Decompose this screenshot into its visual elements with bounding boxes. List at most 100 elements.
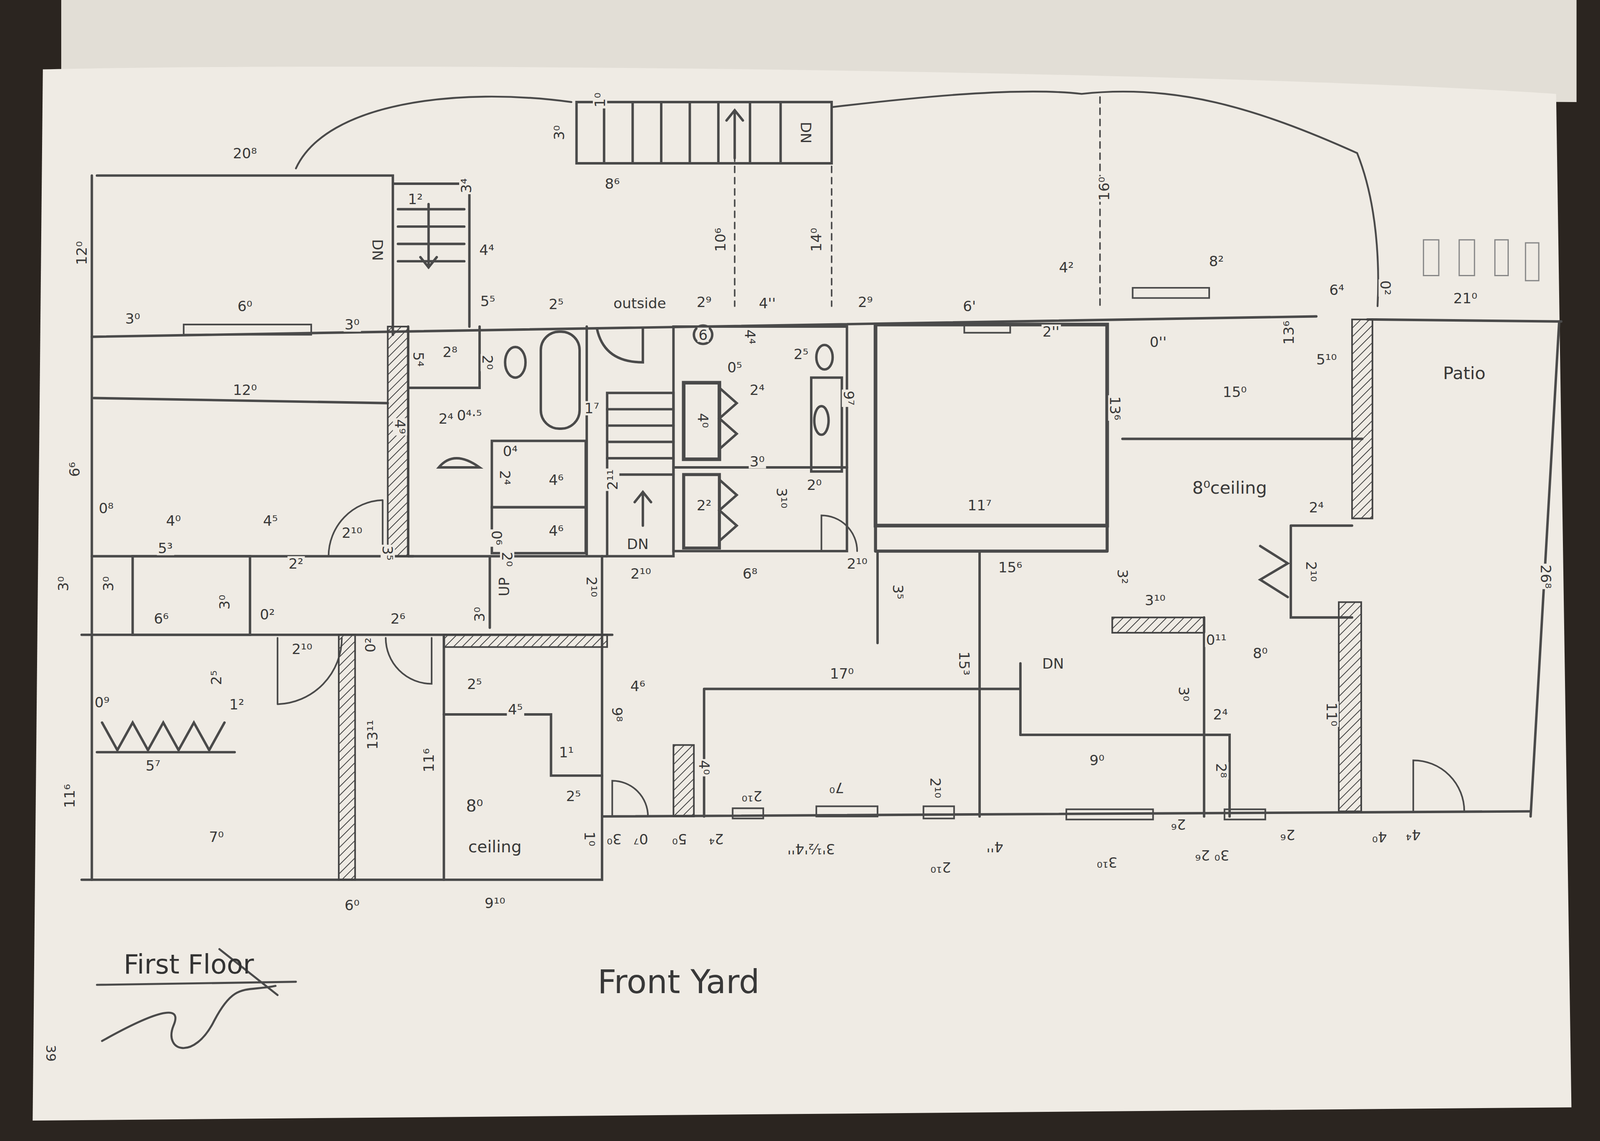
dimension-label: 3⁰	[343, 317, 361, 332]
dimension-label: 2⁶	[1170, 817, 1187, 832]
title-underline	[97, 949, 297, 1048]
dimension-label: 2⁵	[466, 676, 483, 691]
dimension-label: 4⁰	[697, 759, 712, 777]
dimension-label: 21⁰	[1452, 290, 1479, 305]
dimension-label: 3¹⁰	[1095, 855, 1119, 870]
dimension-label: 2⁵	[565, 789, 582, 804]
front-wall	[81, 811, 1531, 880]
closet	[683, 382, 720, 460]
dimension-label: 15³	[957, 650, 972, 677]
hatched-wall	[387, 326, 409, 557]
dimension-label: 3⁰	[56, 575, 71, 593]
dimension-label: 2¹⁰	[928, 776, 943, 800]
dimension-label: 0⁶	[490, 529, 505, 547]
dimension-label: 3⁰	[217, 593, 232, 611]
dimension-label: 3⁵	[890, 583, 905, 601]
dimension-label: 8⁰ceiling	[1191, 479, 1268, 497]
dimension-label: 0²	[258, 607, 276, 622]
sink	[438, 458, 480, 468]
dimension-label: 7⁰	[828, 780, 845, 795]
dimension-label: 0⁷	[632, 832, 650, 847]
hatched-wall	[673, 745, 694, 817]
dimension-label: 2⁹	[695, 295, 713, 310]
dimension-label: 2⁴	[437, 411, 455, 426]
dimension-label: 3⁰	[748, 454, 766, 469]
dimension-label: 2¹⁰	[845, 556, 869, 571]
dimension-label: 5³	[156, 540, 174, 555]
dimension-label: 4⁶	[547, 472, 565, 487]
yard-edge	[295, 96, 572, 169]
dimension-label: 4⁰	[1371, 830, 1388, 845]
door-swing	[328, 500, 383, 557]
dimension-label: 1⁷	[583, 401, 600, 416]
wall	[1122, 437, 1363, 441]
dimension-label: 3⁰	[605, 832, 623, 847]
dimension-label: 8⁰	[1251, 646, 1269, 661]
dimension-label: 3⁵	[380, 545, 395, 563]
dimension-label: 2¹⁰	[740, 789, 764, 804]
closet	[683, 474, 720, 548]
dimension-label: 6⁶	[152, 611, 170, 626]
dimension-label: 5⁴	[411, 350, 426, 368]
dimension-label: 2⁴	[707, 832, 725, 847]
dimension-label: 2¹⁰	[290, 642, 314, 657]
dimension-label: 3⁴	[459, 177, 474, 195]
dimension-label: 8²	[1207, 254, 1225, 269]
dimension-label: 3⁰	[1176, 685, 1191, 703]
dimension-label: 4⁶	[547, 523, 565, 538]
walls	[81, 91, 1562, 1049]
dimension-label: 4⁴	[1405, 827, 1422, 843]
dimension-label: 1¹	[557, 745, 575, 760]
dimension-label: 3⁰	[124, 311, 141, 326]
dimension-label: 4⁰	[695, 412, 710, 430]
dimension-label: 2¹⁰	[629, 566, 653, 581]
folding-door	[719, 387, 738, 450]
hatched-wall	[443, 635, 608, 648]
dimension-label: 13⁶	[1281, 320, 1296, 346]
dimension-label: 4''	[985, 840, 1005, 855]
dimension-label: 4⁶	[629, 678, 646, 693]
dimension-label: 16⁰	[1097, 175, 1112, 202]
dimension-label: DN	[370, 238, 385, 263]
dimension-label: 8⁰	[465, 798, 485, 815]
door-swing	[277, 637, 342, 705]
dimension-label: 2⁴	[1307, 500, 1325, 515]
dimension-label: 2⁴	[1212, 707, 1229, 722]
dimension-label: 12⁰	[232, 382, 258, 398]
wall	[875, 525, 1108, 552]
dimension-label: 2²	[287, 556, 305, 571]
dimension-label: 2⁹	[856, 295, 874, 310]
dimension-label: 2⁵	[792, 347, 810, 362]
plan-title: First Floor	[123, 951, 255, 978]
yard-edge	[831, 91, 1379, 307]
dimension-label: 13¹¹	[365, 719, 380, 751]
dimension-label: 17⁰	[828, 666, 855, 681]
dimension-label: 3⁰ 2⁶	[1194, 848, 1231, 863]
toilet	[505, 347, 526, 378]
dimension-label: 5⁰	[671, 832, 688, 847]
dimension-label: 4⁰	[165, 513, 182, 528]
dimension-label: 0⁸	[97, 501, 115, 516]
dimension-label: 1²	[406, 192, 424, 207]
folding-door	[97, 722, 235, 753]
dimension-label: 8⁶	[603, 176, 621, 191]
wall	[443, 714, 603, 776]
hatched-walls	[338, 319, 1373, 880]
dimension-label: 2⁴	[497, 469, 513, 487]
dimension-label: 7⁰	[207, 830, 225, 845]
dimension-label: 3⁰	[552, 124, 567, 142]
folding-door	[719, 479, 738, 541]
wall	[443, 556, 603, 880]
dimension-label: DN	[1041, 656, 1065, 671]
dimension-label: 2¹⁰	[1304, 560, 1319, 583]
closet	[132, 556, 250, 635]
deck-outline	[97, 175, 393, 335]
dimension-label: 11⁰	[1324, 701, 1339, 728]
dimension-label: 13⁶	[1108, 395, 1123, 422]
outer-wall	[90, 175, 93, 880]
dimension-label: 1²	[228, 697, 245, 712]
bathtub	[540, 331, 580, 429]
door-swing	[612, 780, 648, 817]
dimension-label: 9⁷	[841, 389, 856, 407]
paper	[32, 66, 1572, 1121]
